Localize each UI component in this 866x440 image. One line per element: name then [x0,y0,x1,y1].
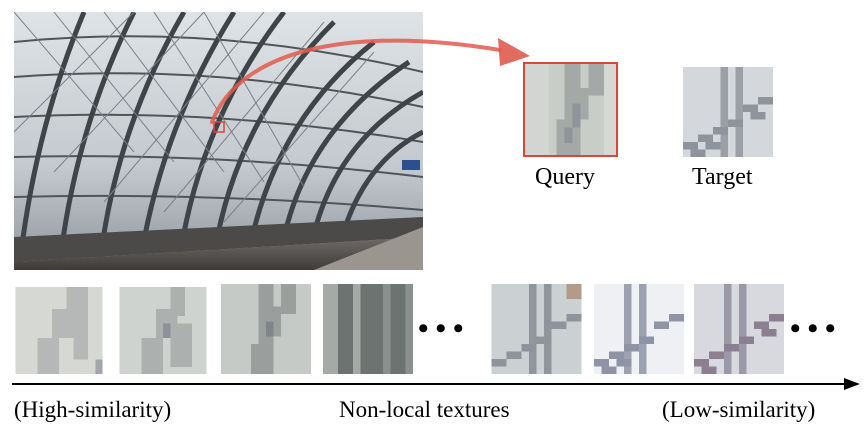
axis-label-high-similarity: (High-similarity) [14,397,172,422]
similarity-axis-arrow [12,378,860,390]
query-patch [523,62,618,157]
texture-patch [220,284,312,374]
texture-patch [490,284,583,374]
texture-patch [694,284,784,374]
axis-label-non-local-textures: Non-local textures [339,397,510,422]
ellipsis: ••• [790,312,843,345]
texture-patch [323,284,413,374]
query-arrow [210,38,530,124]
query-label: Query [535,164,595,190]
target-label: Target [692,164,753,190]
ellipsis: ••• [418,312,471,345]
texture-patch [14,287,104,374]
axis-label-low-similarity: (Low-similarity) [662,397,816,422]
texture-patch [594,284,684,374]
source-photo [14,12,423,270]
texture-patch [118,287,208,374]
target-patch [683,67,773,157]
